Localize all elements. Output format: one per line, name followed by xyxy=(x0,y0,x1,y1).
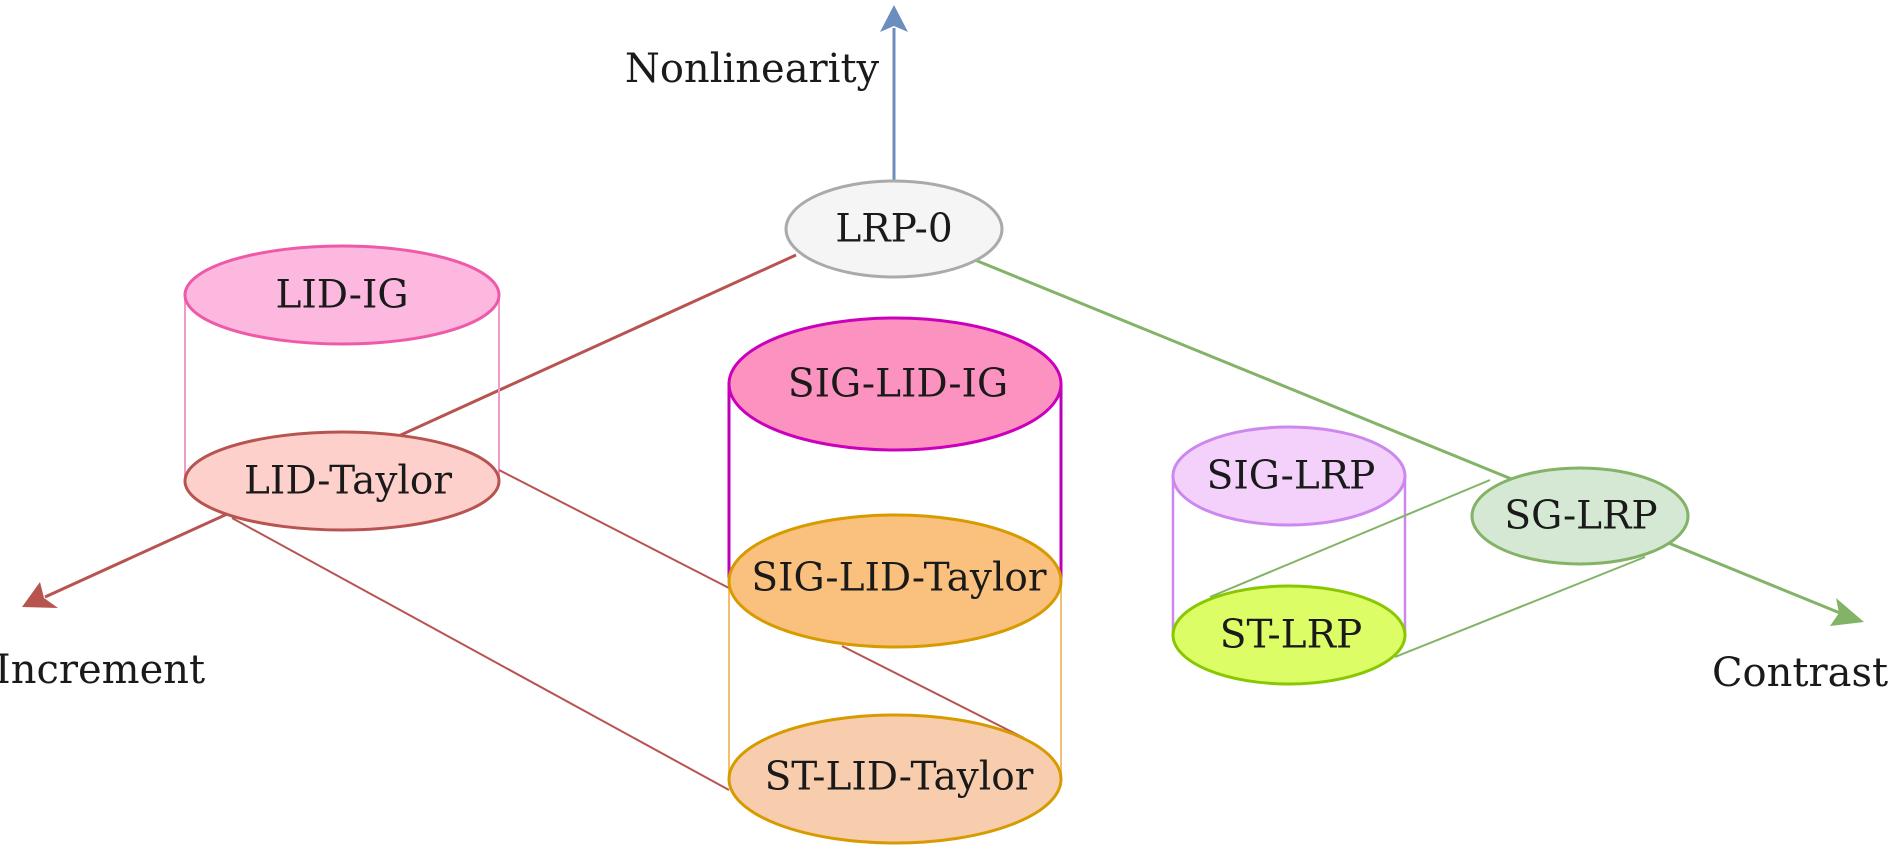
contrast-connectors xyxy=(1209,479,1646,658)
node-label: SG-LRP xyxy=(1504,494,1657,539)
node-sig-lid-taylor: SIG-LID-Taylor xyxy=(727,513,1063,649)
node-label: ST-LRP xyxy=(1220,613,1362,658)
node-label: SIG-LID-Taylor xyxy=(751,556,1046,601)
node-st-lrp: ST-LRP xyxy=(1171,584,1407,686)
node-label: SIG-LID-IG xyxy=(788,362,1008,407)
node-label: LID-IG xyxy=(275,273,408,318)
node-sg-lrp: SG-LRP xyxy=(1470,466,1690,566)
increment-axis xyxy=(22,253,797,608)
node-label: LRP-0 xyxy=(835,207,952,252)
nonlinearity-axis-label: Nonlinearity xyxy=(625,46,880,92)
node-st-lid-taylor: ST-LID-Taylor xyxy=(727,713,1063,845)
contrast-axis-label: Contrast xyxy=(1712,650,1888,696)
node-lid-ig: LID-IG xyxy=(183,244,501,346)
increment-axis-label: Increment xyxy=(0,647,205,693)
lrp-cylinder-sides xyxy=(1171,476,1407,634)
contrast-axis xyxy=(974,258,1864,626)
node-sig-lid-ig: SIG-LID-IG xyxy=(727,316,1063,452)
node-lid-taylor: LID-Taylor xyxy=(183,430,501,532)
node-label: SIG-LRP xyxy=(1207,454,1376,499)
node-label: ST-LID-Taylor xyxy=(765,755,1034,800)
sig-lid-cylinder-sides xyxy=(727,384,1063,778)
node-sig-lrp: SIG-LRP xyxy=(1171,425,1407,527)
increment-connectors xyxy=(231,469,1025,791)
node-lrp-0: LRP-0 xyxy=(784,179,1004,279)
node-label: LID-Taylor xyxy=(244,459,452,504)
nonlinearity-axis xyxy=(880,5,908,180)
lid-cylinder-sides xyxy=(184,295,500,480)
